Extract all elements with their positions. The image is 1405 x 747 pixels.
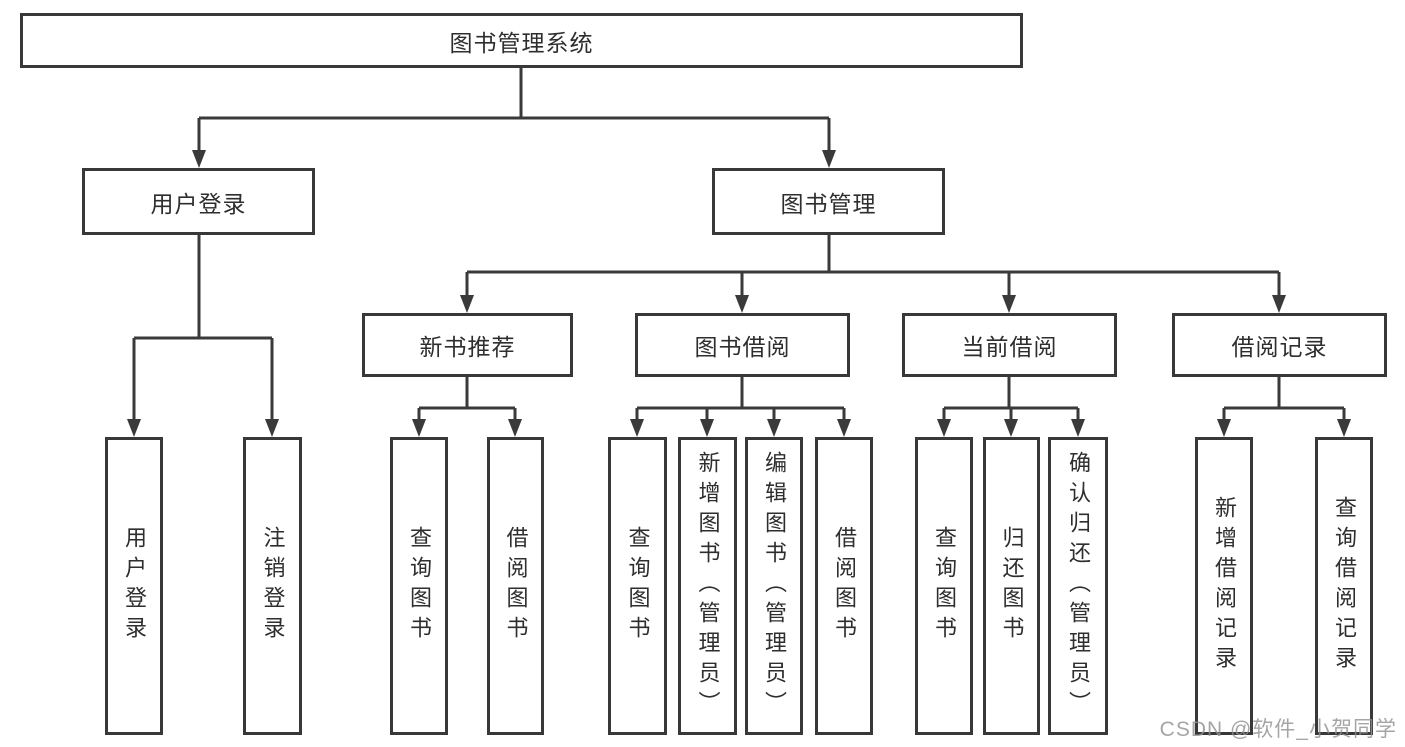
leaf-borrow-edit-books-admin: 编辑图书（管理员） [745,437,803,735]
arrowhead-down-icon [265,419,279,437]
leaf-records-add-borrow-record: 新增借阅记录 [1195,437,1253,735]
arrowhead-down-icon [1004,419,1018,437]
node-borrowing-records: 借阅记录 [1172,313,1387,377]
arrowhead-down-icon [1272,295,1286,313]
leaf-borrow-add-books-admin: 新增图书（管理员） [678,437,737,735]
leaf-rec-query-books: 查询图书 [390,437,448,735]
connector-borrow-records-to-leaves [1217,377,1351,437]
connector-new-book-rec-to-leaves [412,377,522,437]
arrowhead-down-icon [630,419,644,437]
arrowhead-down-icon [412,419,426,437]
leaf-user-login: 用户登录 [105,437,163,735]
arrowhead-down-icon [700,419,714,437]
connector-current-borrow-to-leaves [937,377,1085,437]
leaf-rec-borrow-books: 借阅图书 [487,437,544,735]
arrowhead-down-icon [837,419,851,437]
connector-book-borrow-to-leaves [630,377,851,437]
arrowhead-down-icon [192,150,206,168]
connector-user-login-to-leaves [127,235,279,437]
csdn-watermark: CSDN @软件_小贺同学 [1159,718,1397,741]
arrowhead-down-icon [1002,295,1016,313]
leaf-current-query-books: 查询图书 [915,437,973,735]
node-book-borrowing: 图书借阅 [635,313,850,377]
arrowhead-down-icon [735,295,749,313]
arrowhead-down-icon [508,419,522,437]
connector-book-mgmt-to-level3 [460,235,1286,313]
node-user-login: 用户登录 [82,168,315,235]
arrowhead-down-icon [127,419,141,437]
node-new-book-recommendation: 新书推荐 [362,313,573,377]
arrowhead-down-icon [822,150,836,168]
arrowhead-down-icon [1071,419,1085,437]
leaf-borrow-borrow-books: 借阅图书 [815,437,873,735]
leaf-logout-login: 注销登录 [243,437,302,735]
connector-root-to-level2 [192,68,836,168]
node-book-management: 图书管理 [712,168,945,235]
node-current-borrowing: 当前借阅 [902,313,1117,377]
arrowhead-down-icon [1217,419,1231,437]
leaf-records-query-borrow-record: 查询借阅记录 [1315,437,1373,735]
arrowhead-down-icon [1337,419,1351,437]
node-library-management-system: 图书管理系统 [20,13,1023,68]
leaf-borrow-query-books: 查询图书 [608,437,667,735]
leaf-current-confirm-return-admin: 确认归还（管理员） [1048,437,1108,735]
arrowhead-down-icon [767,419,781,437]
arrowhead-down-icon [937,419,951,437]
leaf-current-return-books: 归还图书 [983,437,1040,735]
arrowhead-down-icon [460,295,474,313]
